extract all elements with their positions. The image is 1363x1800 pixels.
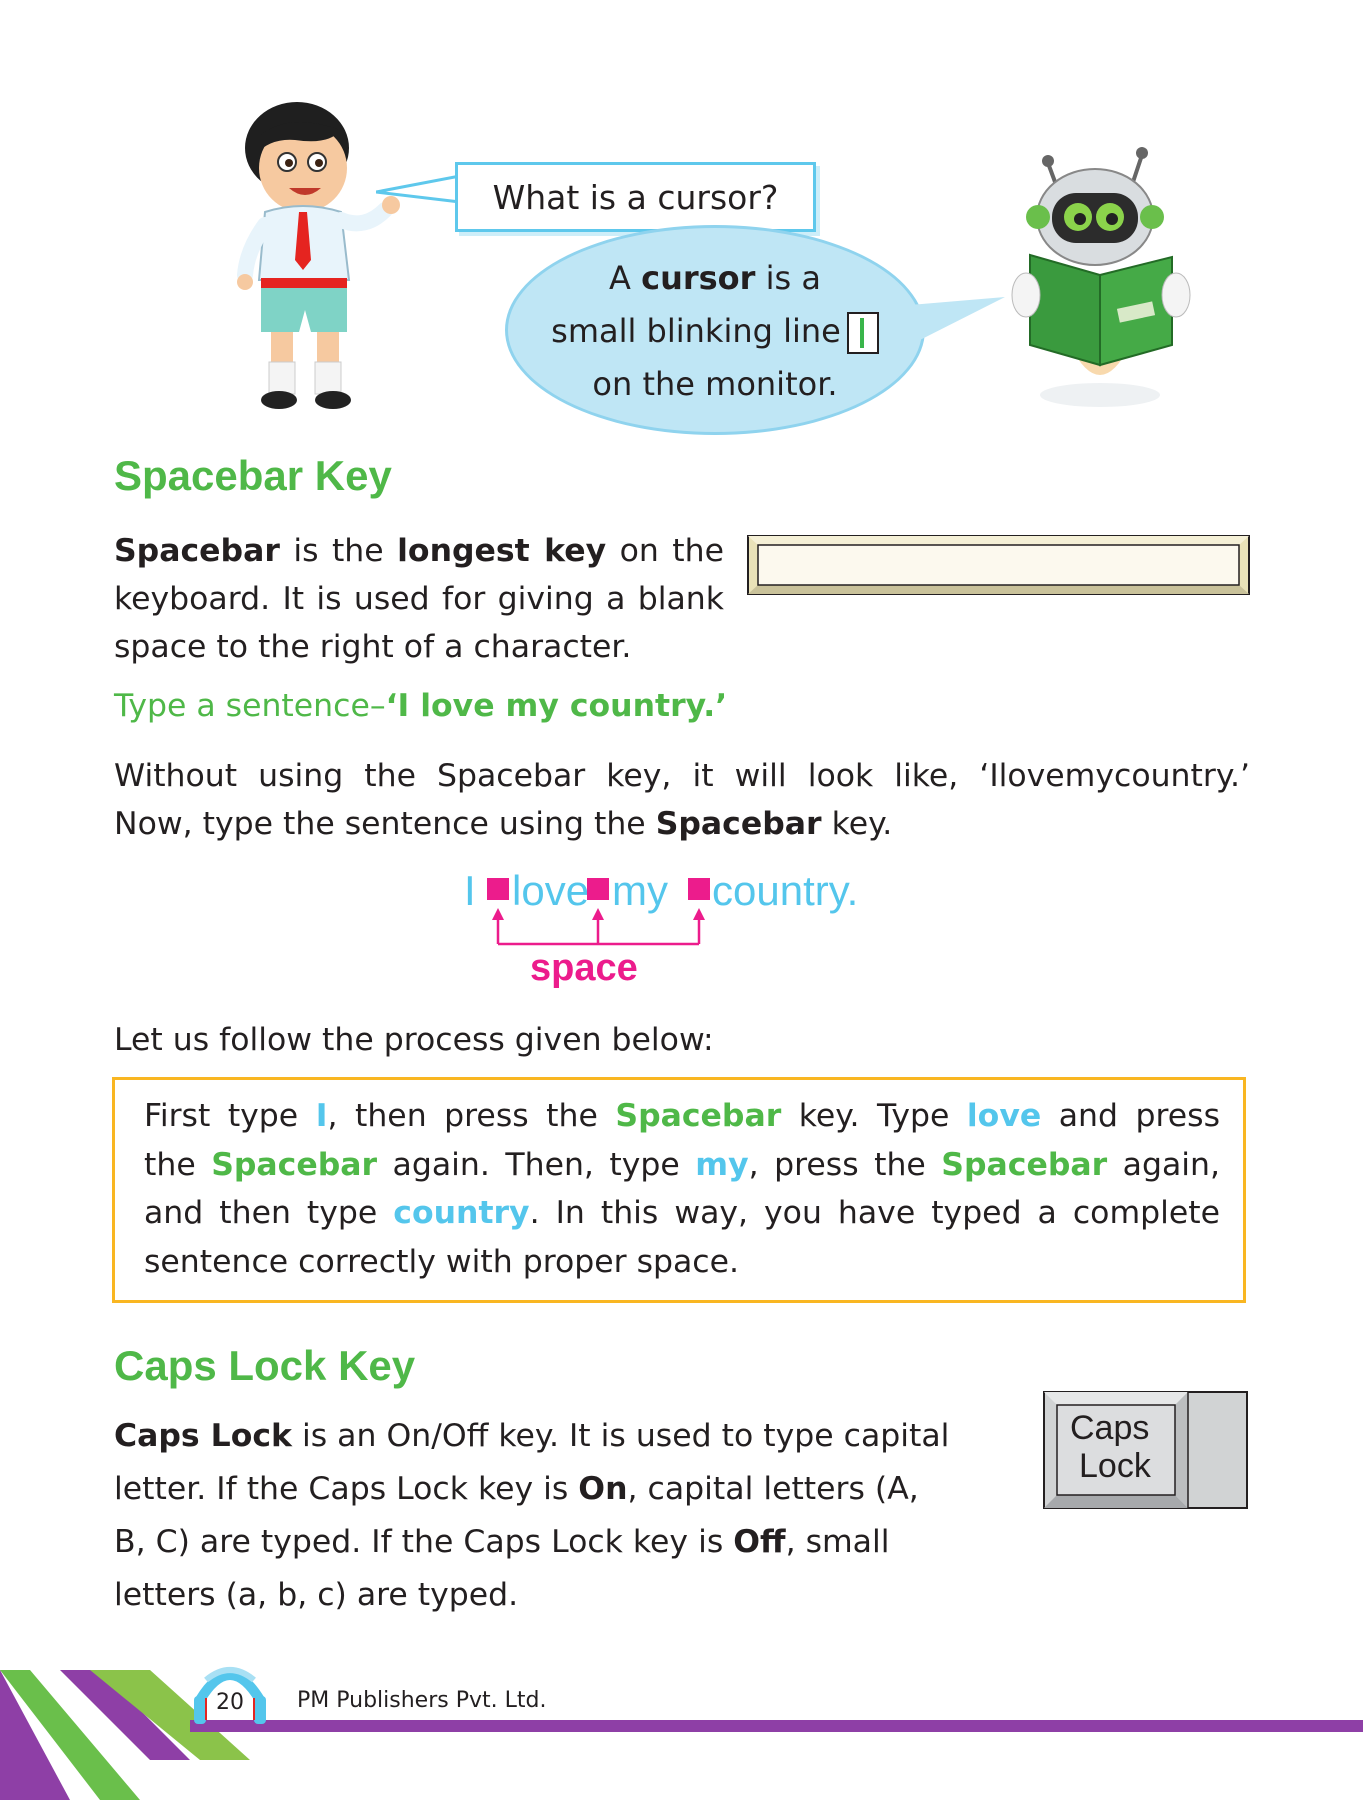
- proc-text: . In this way, you have typed a complete: [529, 1195, 1220, 1231]
- proc-text: again. Then, type: [377, 1146, 696, 1183]
- answer-bubble-tail: [910, 297, 1005, 345]
- without-line2-bold: Spacebar: [655, 806, 822, 842]
- proc-text: again,: [1107, 1146, 1220, 1183]
- caps-line4: letters (a, b, c) are typed.: [114, 1577, 519, 1613]
- publisher-name: PM Publishers Pvt. Ltd.: [297, 1688, 547, 1713]
- answer-line2: small blinking line: [551, 312, 841, 350]
- proc-word-my: my: [695, 1146, 749, 1183]
- example-word-1: I: [464, 867, 476, 914]
- intro-line3: space to the right of a character.: [114, 629, 632, 665]
- proc-text: and then type: [144, 1195, 394, 1231]
- answer-cursor-word: cursor: [641, 259, 756, 297]
- cursor-icon: [846, 312, 879, 354]
- example-word-3: my: [612, 867, 668, 914]
- page-number: 20: [216, 1690, 244, 1715]
- answer-line1-post: is a: [755, 259, 821, 297]
- process-steps-text: First type I, then press the Spacebar ke…: [144, 1092, 1220, 1286]
- without-line2-pre: Now, type the sentence using the: [114, 806, 656, 842]
- caps-line2-post: , capital letters (A,: [627, 1471, 919, 1507]
- longest-key-bold: longest key: [397, 533, 607, 569]
- robot-reading-book-illustration: [1011, 147, 1191, 407]
- space-marker-3: [688, 878, 710, 900]
- proc-spacebar: Spacebar: [615, 1098, 782, 1134]
- boy-illustration: [237, 102, 400, 409]
- space-marker-2: [587, 878, 609, 900]
- spacebar-intro-paragraph: Spacebar is the longest key on the keybo…: [114, 527, 724, 671]
- without-line1: Without using the Spacebar key, it will …: [114, 758, 1250, 794]
- caps-line3-pre: B, C) are typed. If the Caps Lock key is: [114, 1524, 734, 1560]
- caps-line2-pre: letter. If the Caps Lock key is: [114, 1471, 579, 1507]
- proc-spacebar: Spacebar: [211, 1146, 378, 1183]
- answer-line3: on the monitor.: [592, 365, 838, 403]
- example-word-4: country.: [712, 867, 858, 914]
- caps-lock-paragraph: Caps Lock is an On/Off key. It is used t…: [114, 1410, 994, 1622]
- proc-text: , press the: [748, 1146, 942, 1183]
- type-sentence: ‘I love my country.’: [385, 688, 728, 724]
- proc-word-country: country: [393, 1195, 530, 1231]
- answer-line1-pre: A: [609, 259, 642, 297]
- answer-text: A cursor is a small blinking line on the…: [525, 252, 905, 411]
- question-bubble-tail: [376, 174, 460, 204]
- proc-text: sentence correctly with proper space.: [144, 1243, 739, 1280]
- proc-word-i: I: [315, 1098, 328, 1134]
- caps-lock-key-illustration: Caps Lock: [1043, 1391, 1248, 1509]
- spacebar-bold: Spacebar: [114, 533, 280, 569]
- proc-text: First type: [144, 1098, 316, 1134]
- space-label: space: [530, 947, 638, 989]
- spaced-sentence-example: I love my country. space: [464, 867, 858, 989]
- caps-lock-bold: Caps Lock: [114, 1418, 292, 1454]
- on-bold: On: [578, 1471, 628, 1507]
- spacebar-key-illustration: [747, 535, 1250, 595]
- proc-text: , then press the: [327, 1098, 616, 1134]
- without-line2-post: key.: [821, 806, 893, 842]
- proc-text: the: [144, 1146, 212, 1183]
- intro-line2: keyboard. It is used for giving a blank: [114, 581, 724, 617]
- proc-text: and press: [1041, 1098, 1220, 1134]
- proc-text: key. Type: [781, 1098, 967, 1134]
- off-bold: Off: [733, 1524, 786, 1560]
- question-text: What is a cursor?: [492, 177, 779, 217]
- process-box: [112, 1077, 1246, 1303]
- footer-decoration: [0, 1667, 1363, 1800]
- proc-spacebar: Spacebar: [941, 1146, 1108, 1183]
- caps-key-label-1: Caps: [1070, 1409, 1149, 1447]
- caps-lock-heading: Caps Lock Key: [114, 1342, 416, 1389]
- question-bubble: What is a cursor?: [455, 162, 816, 232]
- follow-process-text: Let us follow the process given below:: [114, 1022, 714, 1058]
- caps-key-label-2: Lock: [1079, 1447, 1152, 1485]
- proc-word-love: love: [966, 1098, 1042, 1134]
- intro-mid: is the: [279, 533, 398, 569]
- example-word-2: love: [512, 867, 589, 914]
- type-sentence-instruction: Type a sentence–‘I love my country.’: [114, 688, 727, 724]
- type-prefix: Type a sentence–: [114, 688, 386, 724]
- space-marker-1: [487, 878, 509, 900]
- spacebar-heading: Spacebar Key: [114, 452, 392, 499]
- intro-end: on the: [606, 533, 724, 569]
- without-spacebar-paragraph: Without using the Spacebar key, it will …: [114, 752, 1250, 848]
- caps-line1: is an On/Off key. It is used to type cap…: [291, 1418, 950, 1454]
- caps-line3-post: , small: [785, 1524, 890, 1560]
